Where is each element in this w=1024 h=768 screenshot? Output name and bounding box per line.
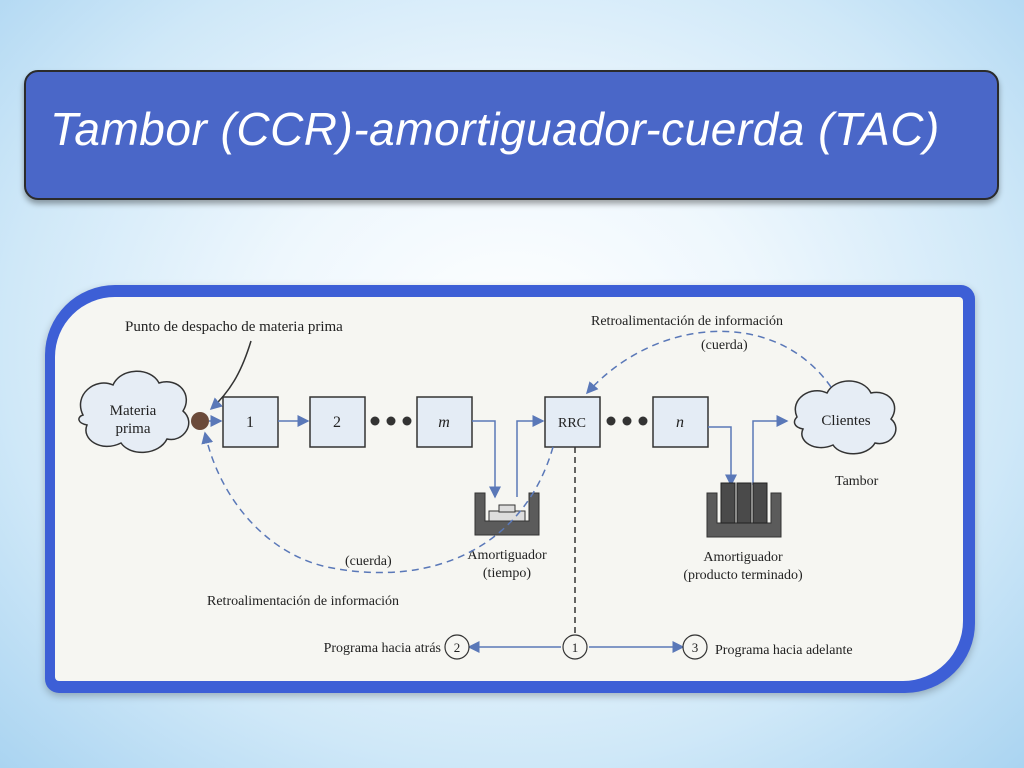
buffer-time-icon <box>474 492 540 536</box>
feedback-rope-top <box>585 330 832 395</box>
feedback-bottom-label: Retroalimentación de información <box>207 594 399 609</box>
circle-1-label: 1 <box>572 640 579 655</box>
circle-3 <box>682 634 708 660</box>
buffer-time-line2: (tiempo) <box>483 566 532 581</box>
slide-title: Tambor (CCR)-amortiguador-cuerda (TAC) <box>50 103 940 155</box>
station-1-label: 1 <box>246 414 254 431</box>
buffer-product-icon <box>706 482 782 538</box>
diagram-paper: Materia prima Punto de despacho de mater… <box>55 297 963 681</box>
station-m-label: m <box>438 414 450 431</box>
dispatch-pointer <box>209 340 252 411</box>
circle-1 <box>562 634 588 660</box>
station-1 <box>222 396 279 448</box>
buffer-product-line2: (producto terminado) <box>683 568 803 583</box>
ellipsis-dots-1 <box>370 416 412 426</box>
rope-bottom-label: (cuerda) <box>345 554 392 569</box>
schedule-forward-label: Programa hacia adelante <box>715 643 853 658</box>
station-n <box>652 396 709 448</box>
dispatch-point <box>191 412 209 430</box>
circle-3-label: 3 <box>692 640 699 655</box>
station-m <box>416 396 473 448</box>
dbr-diagram: Materia prima Punto de despacho de mater… <box>78 314 897 660</box>
raw-material-line2: prima <box>116 421 151 437</box>
feedback-rope-bottom <box>201 431 554 574</box>
circle-2-label: 2 <box>454 640 461 655</box>
rope-top-label: (cuerda) <box>701 338 748 353</box>
dispatch-label: Punto de despacho de materia prima <box>125 319 343 335</box>
station-n-label: n <box>676 414 684 431</box>
buffer-product-line1: Amortiguador <box>703 550 783 565</box>
station-2-label: 2 <box>333 414 341 431</box>
schedule-back-label: Programa hacia atrás <box>324 641 441 656</box>
ellipsis-dots-2 <box>606 416 648 426</box>
diagram-frame: Materia prima Punto de despacho de mater… <box>45 285 975 693</box>
clients-label: Clientes <box>821 413 870 429</box>
raw-material-cloud: Materia prima <box>78 370 190 453</box>
circle-2 <box>444 634 470 660</box>
buffer-time-line1: Amortiguador <box>467 548 547 563</box>
rrc-label: RRC <box>558 416 586 431</box>
feedback-top-label: Retroalimentación de información <box>591 314 783 329</box>
station-2 <box>309 396 366 448</box>
clients-cloud: Clientes <box>793 380 897 455</box>
title-bar: Tambor (CCR)-amortiguador-cuerda (TAC) <box>24 70 999 200</box>
rrc-box <box>544 396 601 448</box>
raw-material-line1: Materia <box>110 403 157 419</box>
drum-label: Tambor <box>835 474 879 489</box>
